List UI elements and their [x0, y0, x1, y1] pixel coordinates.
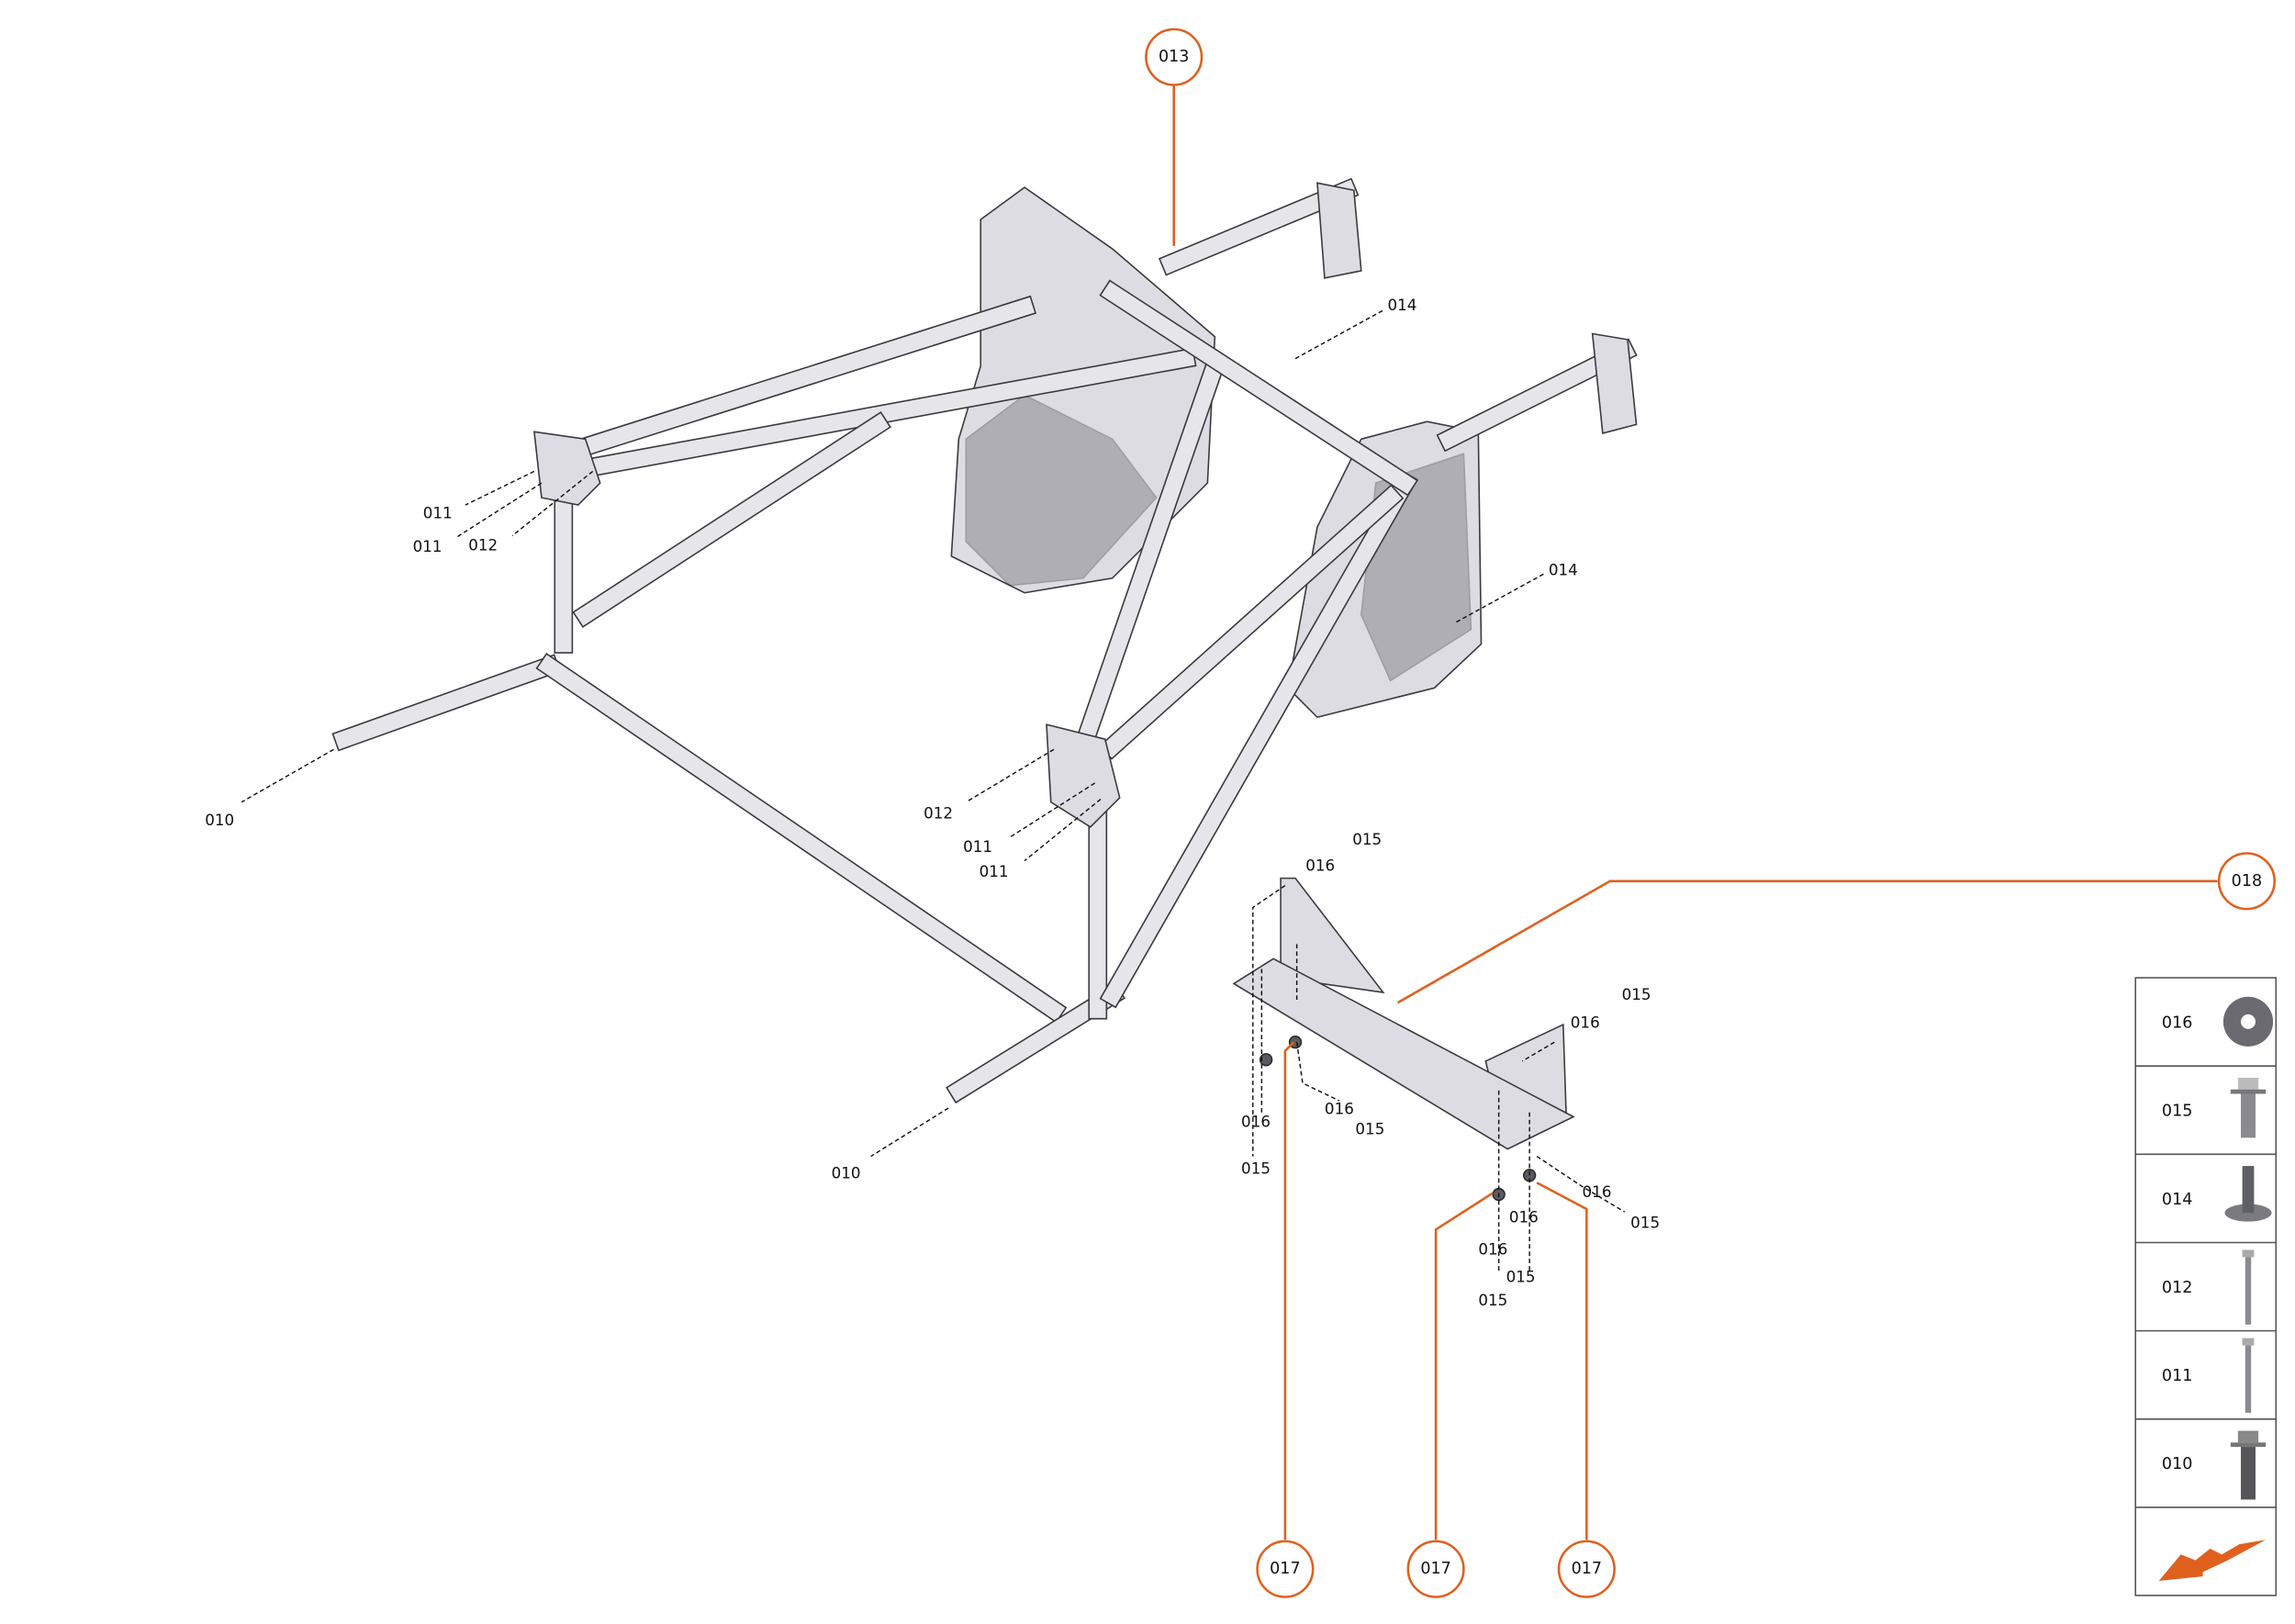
- callout-label: 017: [1572, 1560, 1602, 1578]
- part-label[interactable]: 015: [1352, 830, 1382, 848]
- callout-017[interactable]: 017: [1557, 1540, 1616, 1598]
- frame-tube: [537, 655, 1066, 1022]
- part-label[interactable]: 015: [1506, 1268, 1536, 1286]
- part-labels: 014 014 011 011 012 010 012 011 011 010 …: [205, 296, 1660, 1309]
- frame-tube: [947, 984, 1124, 1102]
- part-label[interactable]: 012: [924, 803, 953, 822]
- part-label[interactable]: 011: [963, 837, 992, 856]
- part-label[interactable]: 016: [1325, 1099, 1354, 1117]
- parts-legend: 016 015 014 012 011 010: [2134, 977, 2278, 1596]
- flange-bolt-icon: [2230, 1077, 2267, 1138]
- front-left-node: [533, 431, 601, 506]
- left-suspension-tower: [950, 186, 1216, 594]
- legend-code: 015: [2162, 1103, 2192, 1121]
- frame-tube: [553, 297, 1036, 465]
- front-right-node: [1046, 723, 1121, 828]
- rear-mount-plate-right: [1591, 332, 1638, 434]
- frame-tube: [1101, 281, 1416, 495]
- long-bolt-icon: [2242, 1338, 2255, 1413]
- legend-item-012[interactable]: 012: [2135, 1249, 2277, 1332]
- part-label[interactable]: 016: [1509, 1207, 1539, 1226]
- frame-tube: [576, 349, 1195, 478]
- frame-tube: [1101, 472, 1416, 1007]
- legend-item-014[interactable]: 014: [2135, 1166, 2277, 1244]
- stud-plate-icon: [2224, 1166, 2272, 1222]
- callout-label: 017: [1270, 1560, 1300, 1578]
- bracket-base: [1232, 958, 1575, 1150]
- rear-mount-plate-left: [1316, 182, 1362, 279]
- part-label[interactable]: 015: [1355, 1120, 1384, 1138]
- washer-icon: [2222, 996, 2274, 1047]
- subframe-assembly: [331, 177, 1638, 1104]
- frame-tube: [1072, 355, 1226, 757]
- callout-lines: [1172, 84, 2218, 1540]
- left-tower-casting: [965, 394, 1158, 587]
- part-label[interactable]: 015: [1630, 1214, 1660, 1232]
- nut-icon: [1259, 1053, 1273, 1067]
- frame-tube: [1101, 486, 1403, 758]
- part-label[interactable]: 015: [1241, 1159, 1271, 1178]
- part-label[interactable]: 016: [1305, 857, 1335, 875]
- part-label[interactable]: 012: [468, 535, 498, 554]
- legend-code: 010: [2162, 1455, 2192, 1473]
- legend-code: 012: [2162, 1279, 2192, 1297]
- part-label[interactable]: 016: [1571, 1013, 1600, 1031]
- legend-code: 016: [2162, 1014, 2192, 1032]
- part-label[interactable]: 011: [423, 503, 453, 521]
- callout-017[interactable]: 017: [1406, 1540, 1465, 1598]
- frame-tube: [1160, 179, 1358, 274]
- part-label[interactable]: 010: [832, 1163, 861, 1182]
- callout-label: 018: [2232, 872, 2262, 890]
- part-label[interactable]: 016: [1241, 1113, 1271, 1131]
- frame-tube: [574, 413, 890, 626]
- part-label[interactable]: 015: [1478, 1291, 1507, 1309]
- callout-013[interactable]: 013: [1145, 28, 1203, 86]
- part-label[interactable]: 011: [980, 862, 1009, 880]
- callout-label: 013: [1159, 48, 1189, 66]
- legend-code: 011: [2162, 1367, 2192, 1385]
- part-label[interactable]: 010: [205, 811, 234, 829]
- callout-017[interactable]: 017: [1256, 1540, 1315, 1598]
- legend-item-016[interactable]: 016: [2135, 996, 2277, 1067]
- part-label[interactable]: 016: [1583, 1182, 1612, 1201]
- legend-code: 014: [2162, 1191, 2192, 1209]
- legend-item-011[interactable]: 011: [2135, 1338, 2277, 1420]
- legend-item-010[interactable]: 010: [2135, 1430, 2277, 1508]
- part-label[interactable]: 011: [413, 537, 442, 555]
- flange-bolt-dark-icon: [2230, 1430, 2267, 1500]
- long-bolt-icon: [2242, 1249, 2255, 1325]
- orange-arrow-icon[interactable]: [2158, 1540, 2267, 1581]
- callout-018[interactable]: 018: [2217, 852, 2276, 911]
- part-label[interactable]: 014: [1387, 296, 1416, 314]
- bracket-018: [1232, 877, 1575, 1202]
- legend-item-015[interactable]: 015: [2135, 1077, 2277, 1156]
- part-label[interactable]: 015: [1622, 985, 1651, 1003]
- bracket-gusset-left: [1280, 877, 1385, 994]
- part-label[interactable]: 014: [1549, 561, 1578, 579]
- frame-tube: [333, 655, 560, 750]
- callout-label: 017: [1420, 1560, 1450, 1578]
- part-label[interactable]: 016: [1478, 1239, 1507, 1258]
